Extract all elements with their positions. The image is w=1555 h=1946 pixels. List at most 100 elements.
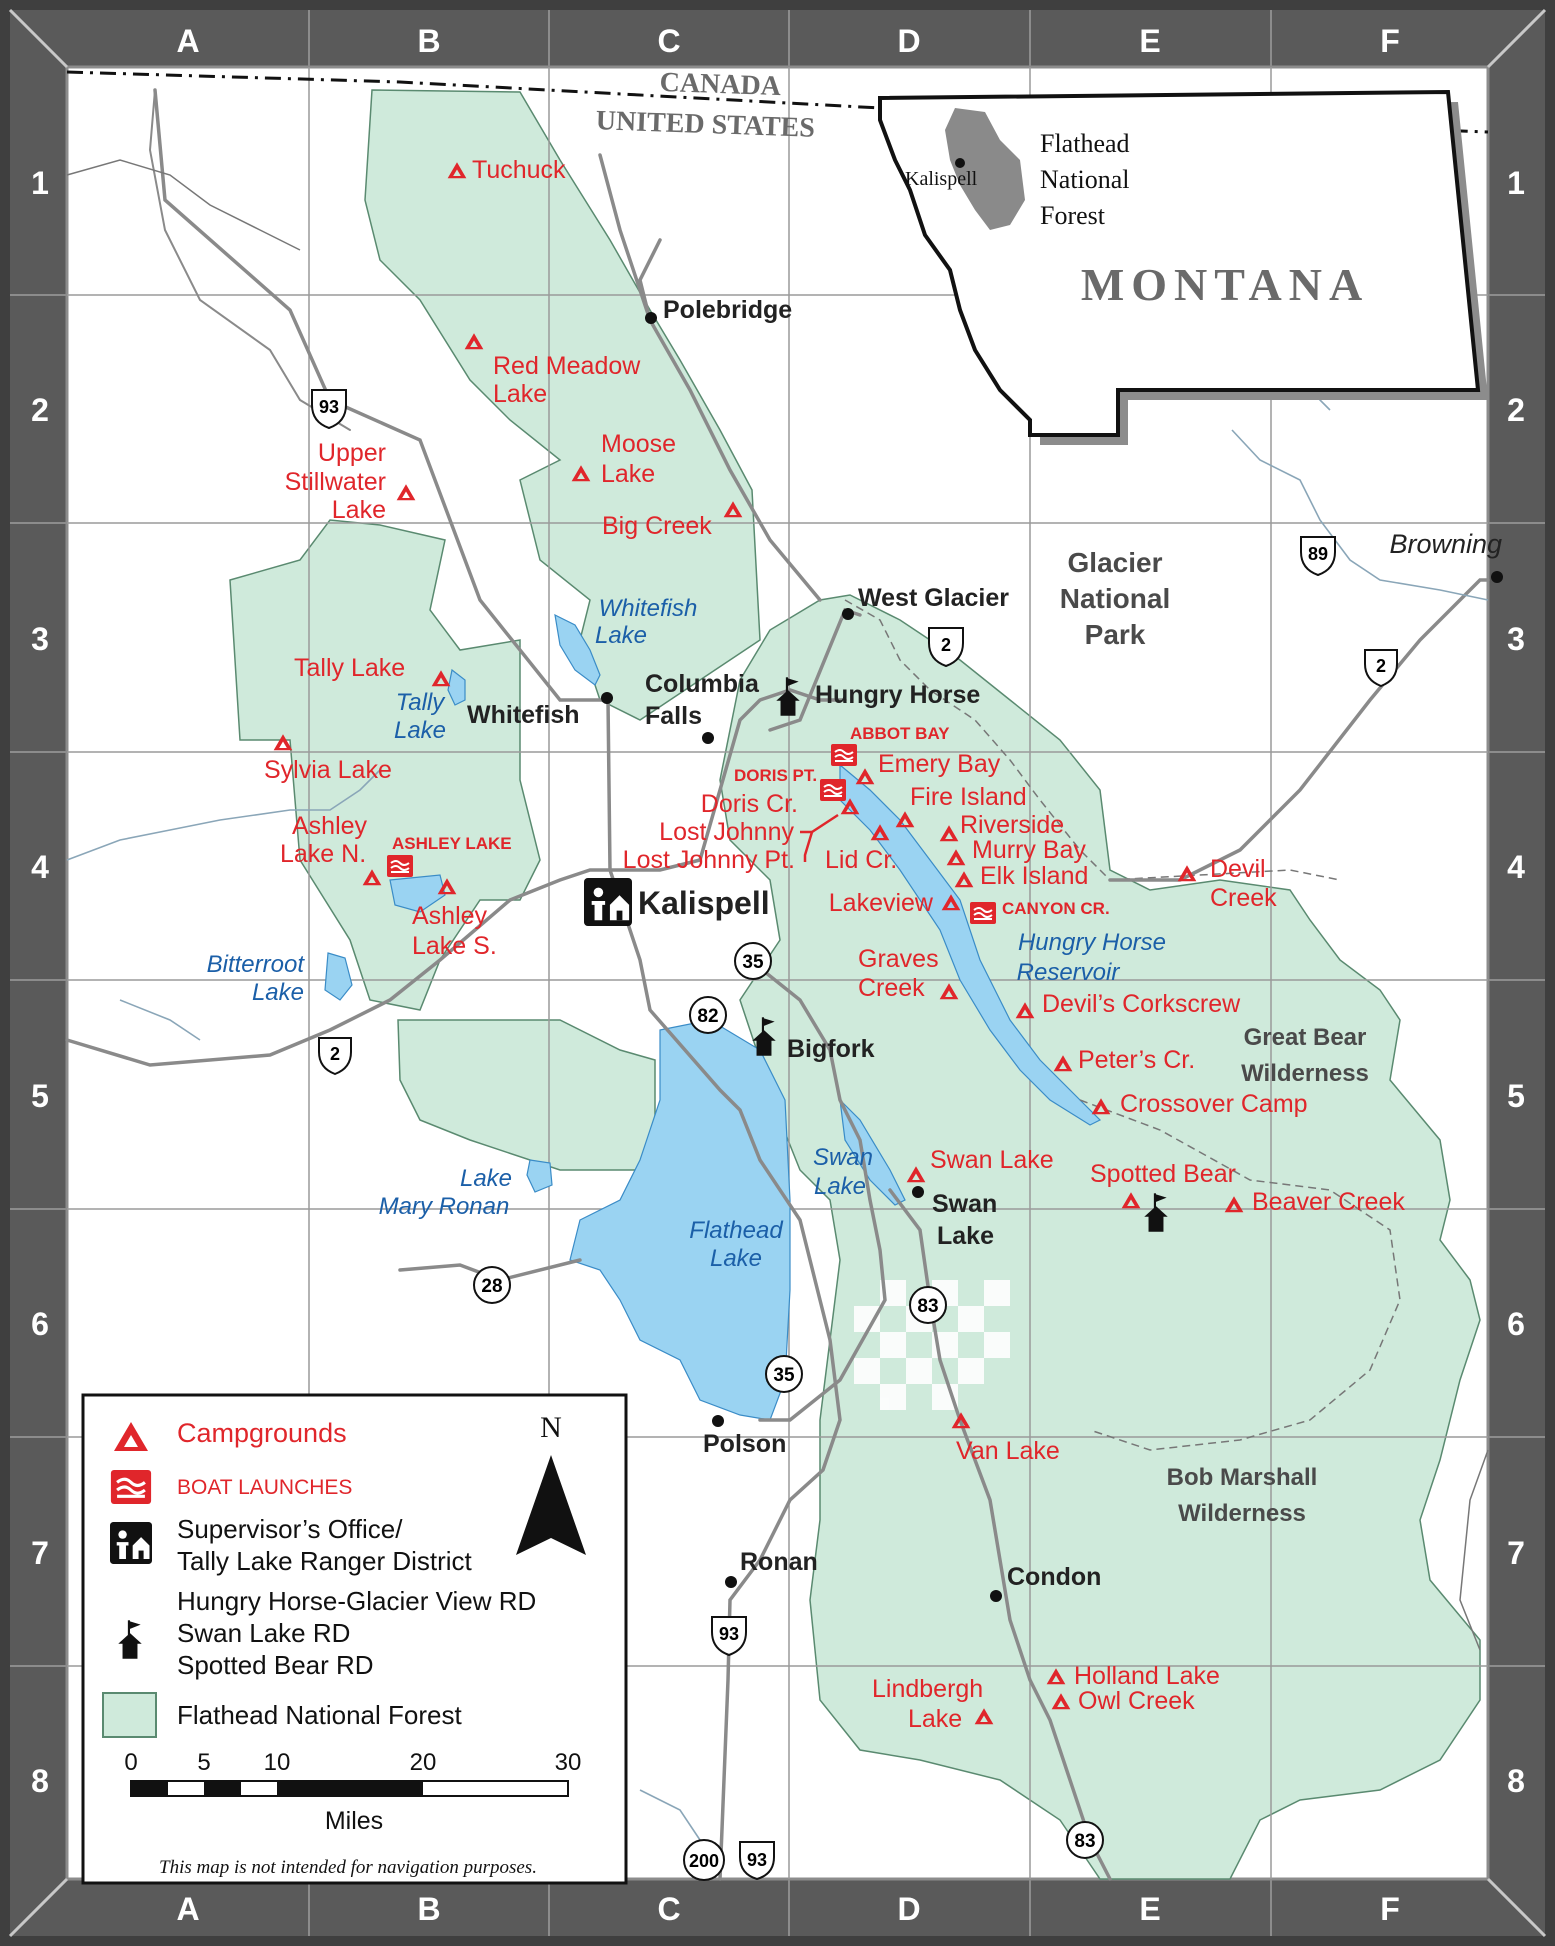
row-label-left-1: 1	[31, 165, 49, 201]
campground-owlcreek: Owl Creek	[1078, 1687, 1195, 1715]
hwy-93-south: 93	[711, 1616, 747, 1657]
bobmarshall-label-2: Wilderness	[1178, 1500, 1306, 1527]
town-labels: Polebridge West Glacier Hungry Horse Col…	[467, 296, 1502, 1591]
campground-vanlake: Van Lake	[956, 1437, 1060, 1465]
row-label-right-5: 5	[1507, 1078, 1525, 1114]
ashley-lake	[389, 874, 446, 913]
hwy-83-north: 83	[909, 1286, 947, 1324]
col-label-bottom-f: F	[1380, 1891, 1400, 1927]
town-polson: Polson	[703, 1430, 786, 1458]
col-label-top-e: E	[1139, 23, 1160, 59]
legend: Campgrounds BOAT LAUNCHES Supervisor’s O…	[81, 1393, 628, 1885]
canada-border	[66, 70, 1489, 134]
campground-lindbergh-1: Lindbergh	[872, 1675, 983, 1703]
hwy-2-west: 2	[318, 1037, 352, 1076]
inset-forest-label-3: Forest	[1040, 201, 1106, 230]
legend-rangerdistrict-3: Spotted Bear RD	[177, 1650, 374, 1680]
col-label-top-a: A	[176, 23, 199, 59]
town-swanlake-1: Swan	[932, 1190, 997, 1218]
campground-bigcreek: Big Creek	[602, 512, 712, 540]
campground-moose-1: Moose	[601, 430, 676, 458]
town-hungryhorse: Hungry Horse	[815, 681, 980, 709]
lostjohnny-pointer	[800, 830, 814, 862]
boat-launch-dorispt: DORIS PT.	[734, 766, 817, 785]
whitefish-lake	[554, 613, 601, 686]
hwy-93-north: 93	[311, 389, 347, 430]
boat-launch-icon-dorispt	[820, 779, 846, 801]
svg-text:93: 93	[747, 1850, 767, 1870]
campground-lostjohnny: Lost Johnny	[659, 818, 794, 846]
road-35	[748, 958, 887, 1422]
row-label-right-6: 6	[1507, 1306, 1525, 1342]
county-lines	[66, 159, 1489, 1651]
scale-tick-10: 10	[264, 1749, 291, 1776]
hwy-89: 89	[1300, 536, 1336, 577]
legend-north-label: N	[540, 1411, 562, 1444]
campground-fireisland: Fire Island	[910, 783, 1027, 811]
hwy-83-south: 83	[1066, 1821, 1104, 1859]
montana-inset: Kalispell Flathead National Forest MONTA…	[878, 89, 1488, 445]
campground-devilcreek-1: Devil	[1210, 855, 1266, 883]
row-label-left-3: 3	[31, 621, 49, 657]
town-ronan: Ronan	[740, 1548, 818, 1576]
town-kalispell: Kalispell	[638, 885, 770, 921]
town-browning: Browning	[1389, 529, 1502, 559]
col-label-bottom-e: E	[1139, 1891, 1160, 1927]
legend-campgrounds: Campgrounds	[177, 1418, 347, 1448]
town-condon: Condon	[1007, 1563, 1101, 1591]
campground-hollandlake: Holland Lake	[1074, 1662, 1220, 1690]
coordinate-labels: A B C D E F A B C D E F 1 2 3 4 5 6 7 8 …	[31, 23, 1525, 1927]
svg-text:93: 93	[319, 397, 339, 417]
water-maryronan-1: Lake	[460, 1165, 512, 1192]
svg-text:83: 83	[1074, 1831, 1095, 1852]
row-label-left-8: 8	[31, 1763, 49, 1799]
legend-rangerdistrict-2: Swan Lake RD	[177, 1618, 350, 1648]
boat-launch-abbotbay: ABBOT BAY	[850, 724, 950, 743]
boat-launch-labels: ABBOT BAY DORIS PT. ASHLEY LAKE CANYON C…	[392, 724, 1110, 918]
boat-launch-ashleylake: ASHLEY LAKE	[392, 834, 512, 853]
campground-ashleys-1: Ashley	[412, 902, 488, 930]
town-columbiafalls-2: Falls	[645, 702, 702, 730]
boat-launch-icon-abbotbay	[831, 744, 857, 766]
water-whitefish-1: Whitefish	[599, 595, 698, 622]
campground-sylvia: Sylvia Lake	[264, 756, 392, 784]
row-label-right-2: 2	[1507, 392, 1525, 428]
campground-lostjohnnypt: Lost Johnny Pt.	[623, 846, 795, 874]
glacier-label-2: National	[1060, 583, 1170, 614]
campground-devilscorkscrew: Devil’s Corkscrew	[1042, 990, 1241, 1018]
scale-tick-20: 20	[410, 1749, 437, 1776]
row-label-left-4: 4	[31, 849, 49, 885]
road-2	[65, 688, 847, 1067]
hwy-2-east: 2	[1364, 649, 1398, 688]
hwy-35-north: 35	[734, 942, 772, 980]
glacier-label-1: Glacier	[1068, 547, 1163, 578]
hwy-35-south: 35	[765, 1355, 803, 1393]
campground-upperstillwater-1: Upper	[318, 439, 386, 467]
legend-rangerdistrict-1: Hungry Horse-Glacier View RD	[177, 1586, 536, 1616]
campground-labels: Tuchuck Red Meadow Lake Moose Lake Upper…	[264, 156, 1405, 1733]
greatbear-label-1: Great Bear	[1244, 1024, 1367, 1051]
water-whitefish-2: Lake	[595, 622, 647, 649]
boat-launch-icon-ashleylake	[387, 855, 413, 877]
hwy-93-bottom: 93	[739, 1841, 775, 1881]
water-hungryhorse-2: Reservoir	[1017, 959, 1121, 986]
canada-label: CANADA	[659, 67, 782, 102]
greatbear-label-2: Wilderness	[1241, 1060, 1369, 1087]
town-westglacier: West Glacier	[858, 584, 1009, 612]
col-label-top-c: C	[657, 23, 680, 59]
svg-text:83: 83	[917, 1296, 938, 1317]
campground-ashleys-2: Lake S.	[412, 932, 497, 960]
row-label-left-6: 6	[31, 1306, 49, 1342]
water-bitterroot-1: Bitterroot	[207, 951, 306, 978]
campground-spottedbear: Spotted Bear	[1090, 1160, 1236, 1188]
town-whitefish: Whitefish	[467, 701, 580, 729]
inset-state-label: MONTANA	[1081, 259, 1369, 310]
boat-launch-canyoncr: CANYON CR.	[1002, 899, 1110, 918]
town-columbiafalls-1: Columbia	[645, 670, 760, 698]
water-flathead-2: Lake	[710, 1245, 762, 1272]
legend-boat-icon	[110, 1470, 152, 1504]
legend-supervisor-1: Supervisor’s Office/	[177, 1514, 403, 1544]
lake-mary-ronan	[526, 1159, 553, 1193]
water-tally-1: Tally	[396, 689, 446, 716]
water-tally-2: Lake	[394, 717, 446, 744]
